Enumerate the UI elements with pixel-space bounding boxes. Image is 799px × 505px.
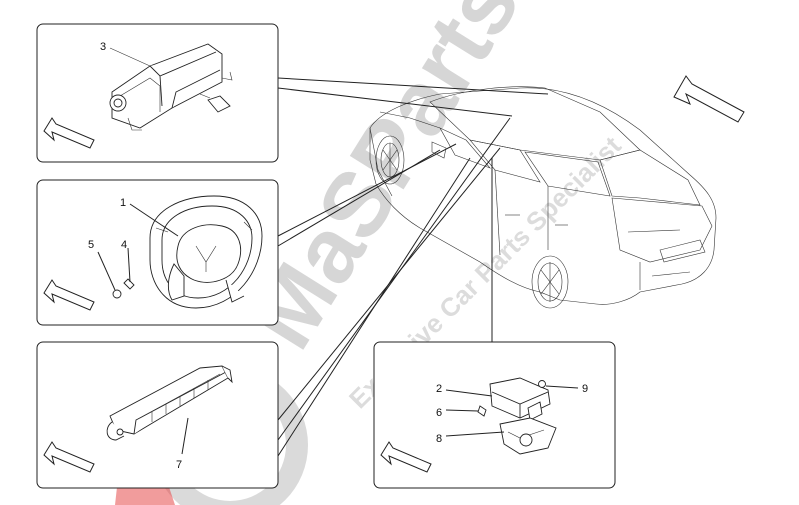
passenger-airbag-module — [106, 365, 233, 441]
steering-wheel — [149, 195, 263, 309]
callout-9: 9 — [582, 383, 588, 395]
airbag-control-unit — [489, 377, 557, 455]
leader-lines — [277, 77, 549, 457]
arrow-icon — [43, 279, 95, 311]
callout-4: 4 — [121, 239, 127, 251]
panel-passenger-airbag: 7 — [36, 341, 279, 489]
car-outline — [369, 86, 717, 309]
side-airbag-module — [109, 43, 233, 131]
callout-7: 7 — [176, 459, 182, 471]
arrow-icon — [380, 441, 432, 473]
screw-6 — [445, 405, 487, 417]
arrow-icon — [673, 75, 745, 123]
panel-control-unit: 2 6 8 9 — [373, 341, 616, 489]
callout-6: 6 — [436, 407, 442, 419]
callout-1: 1 — [120, 197, 126, 209]
panel-side-airbag: 3 — [36, 23, 279, 163]
callout-2: 2 — [436, 383, 442, 395]
screw-9 — [538, 380, 579, 389]
screw-4 — [123, 247, 135, 290]
callout-8: 8 — [436, 433, 442, 445]
arrow-icon — [43, 117, 95, 149]
callout-3: 3 — [100, 41, 106, 53]
arrow-icon — [43, 441, 95, 473]
washer-5 — [97, 251, 122, 299]
panel-driver-airbag: 1 4 5 — [36, 179, 279, 326]
callout-5: 5 — [88, 239, 94, 251]
